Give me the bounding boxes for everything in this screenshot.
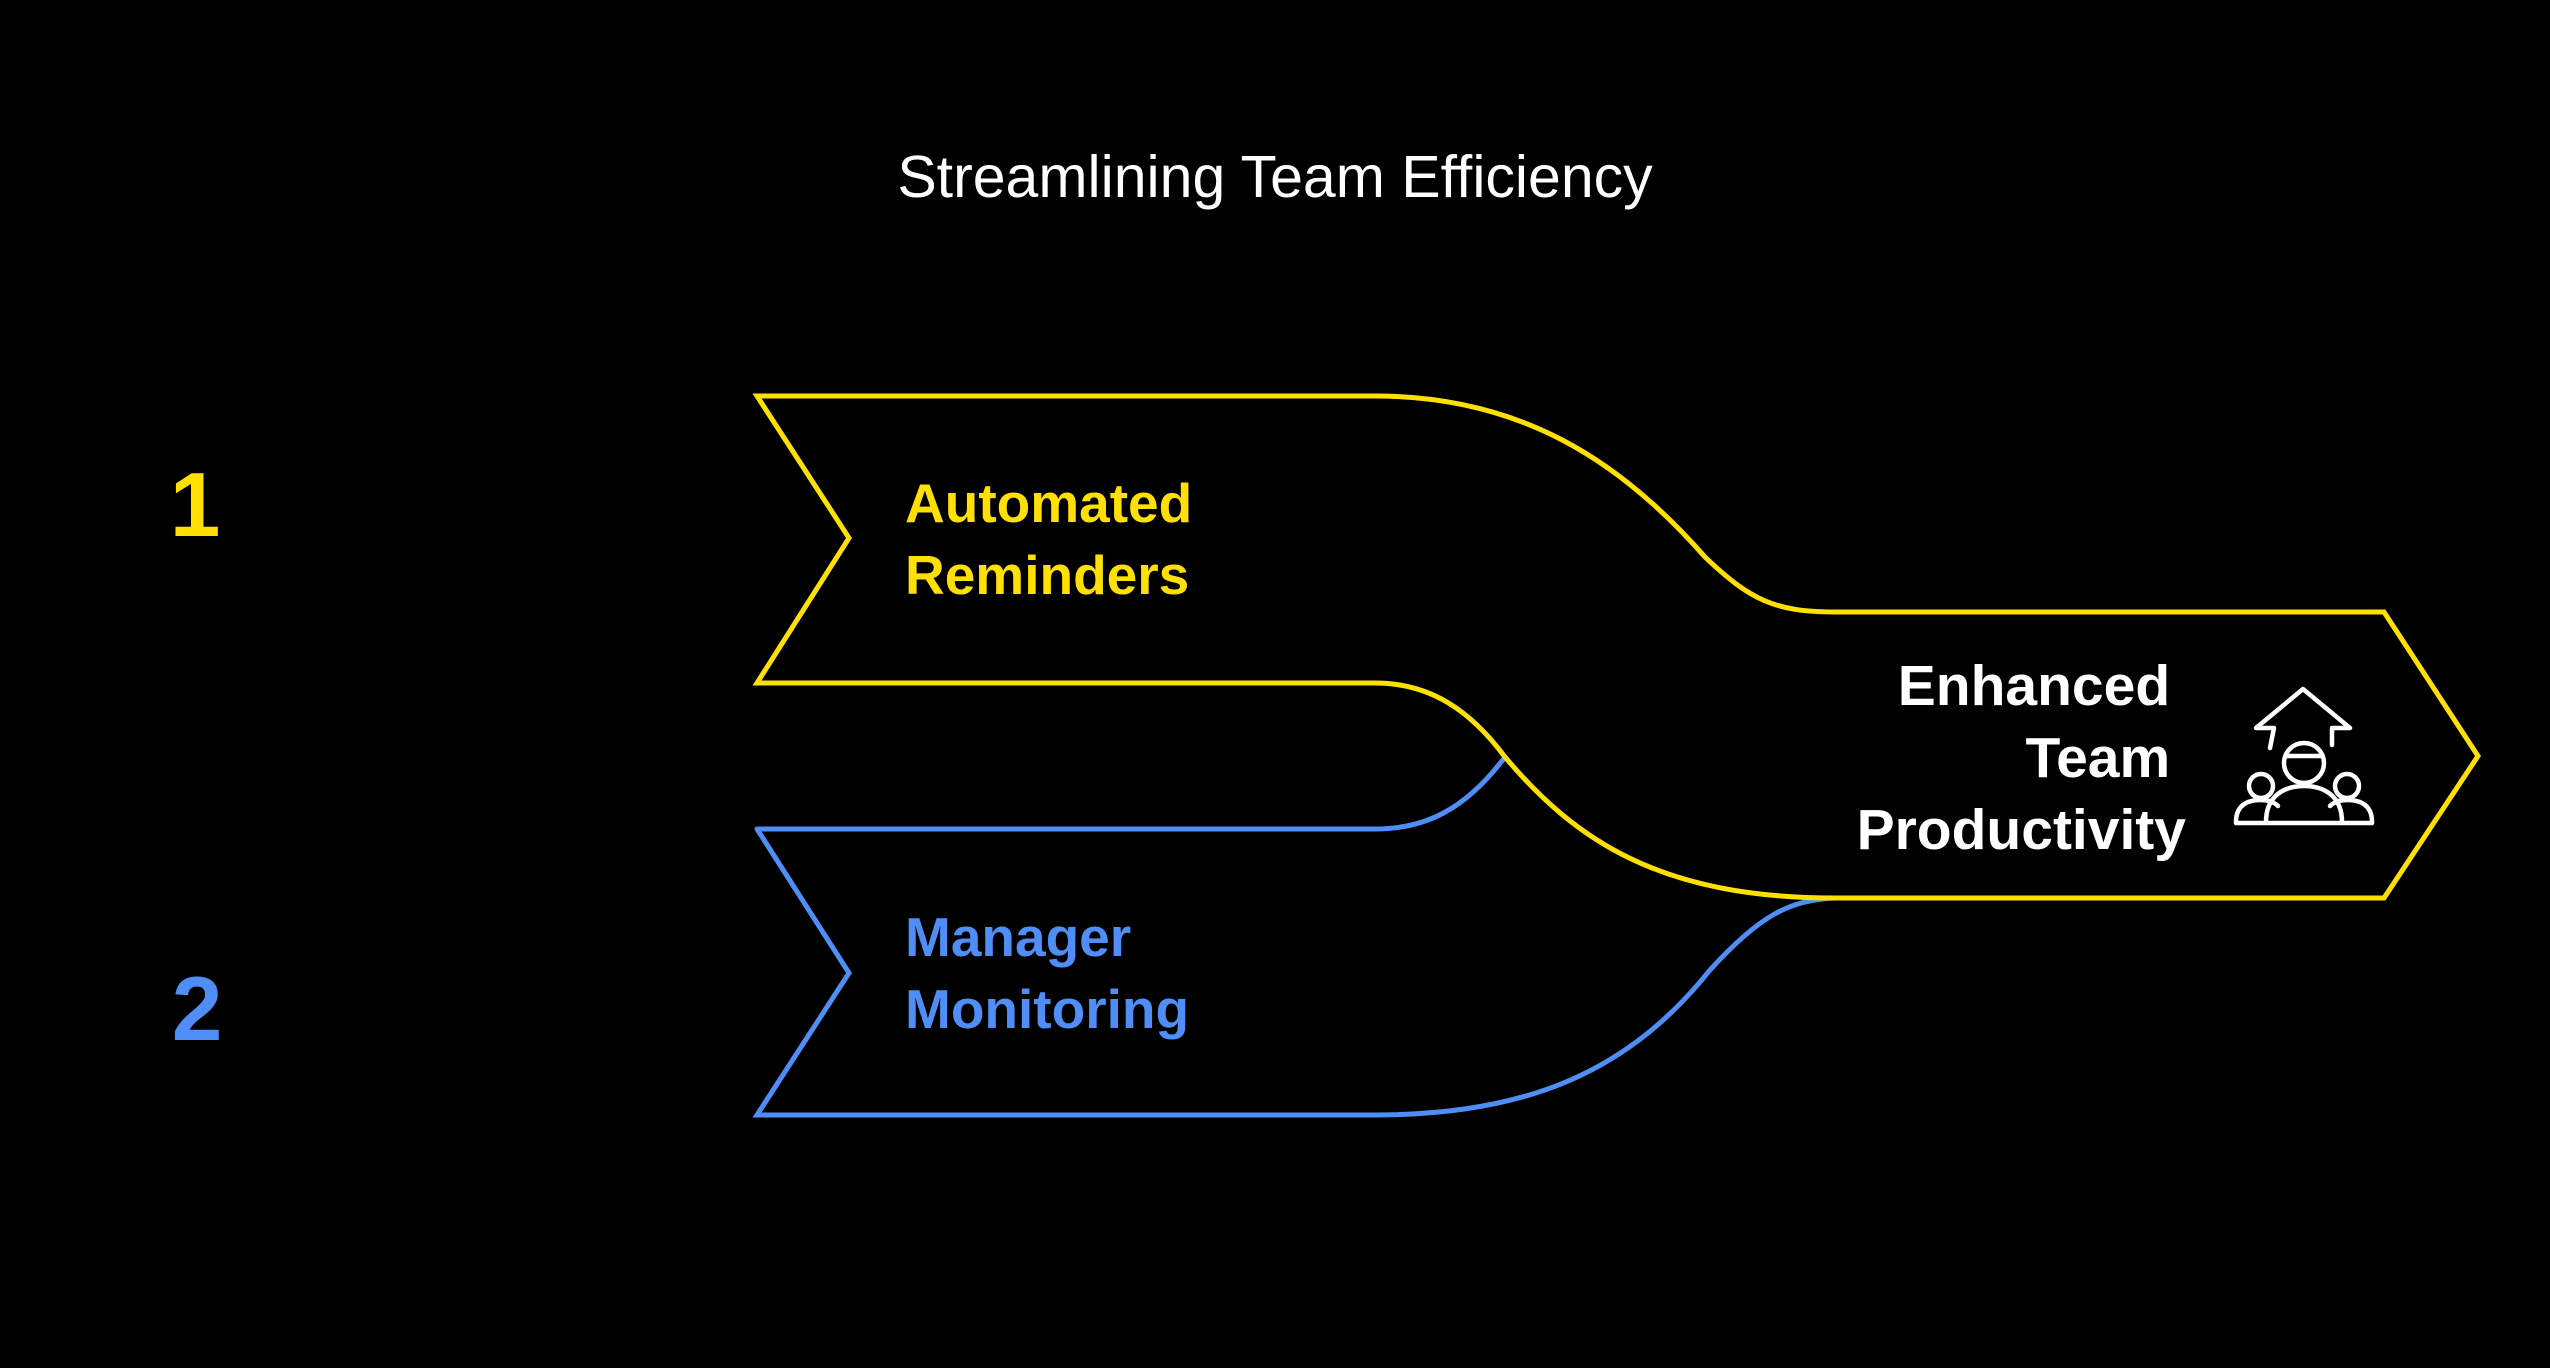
step-2-flow-outline	[752, 754, 1838, 1118]
outcome-label: Enhanced Team Productivity	[1857, 654, 2187, 862]
team-productivity-icon	[2233, 686, 2375, 826]
step-1-label-line: Automated	[905, 472, 1192, 534]
step-2-label: Manager Monitoring	[905, 906, 1189, 1040]
diagram-title: Streamlining Team Efficiency	[897, 144, 1653, 210]
step-2-label-line: Monitoring	[905, 978, 1189, 1040]
step-1-label-line: Reminders	[905, 544, 1189, 606]
step-2-label-line: Manager	[905, 906, 1131, 968]
outcome-label-line: Productivity	[1857, 798, 2187, 862]
step-1-number: 1	[170, 455, 221, 556]
step-2-number: 2	[172, 959, 223, 1060]
outcome-label-line: Team	[2025, 726, 2170, 790]
step-1-flow-outline	[752, 393, 2481, 901]
step-1-label: Automated Reminders	[905, 472, 1208, 606]
outcome-label-line: Enhanced	[1898, 654, 2170, 718]
